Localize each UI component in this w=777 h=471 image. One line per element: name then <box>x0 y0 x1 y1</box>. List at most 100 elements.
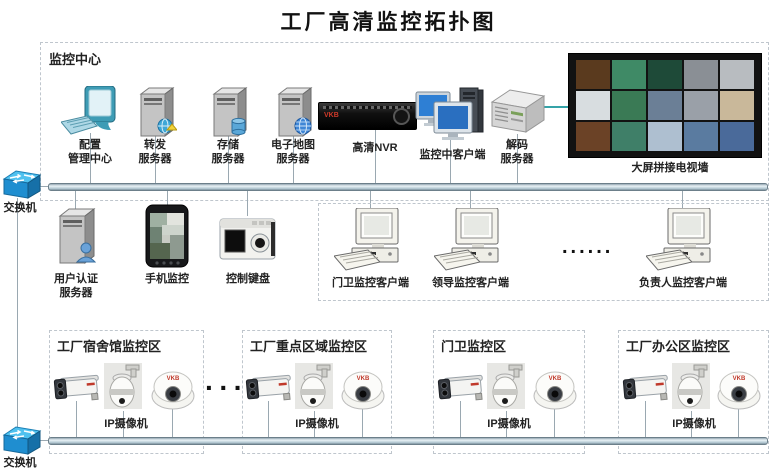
connector-line <box>155 136 156 185</box>
zone-office: 工厂办公区监控区 <box>618 330 769 454</box>
connector-line <box>682 189 683 211</box>
gate-client-label: 门卫监控客户端 <box>332 277 409 289</box>
svg-text:VKB: VKB <box>549 376 562 382</box>
connector-line <box>450 140 451 185</box>
leader-client-label: 领导监控客户端 <box>432 277 509 289</box>
ip-camera-label: IP摄像机 <box>295 418 339 430</box>
emap-server-label: 电子地图 服务器 <box>271 139 315 166</box>
svg-text:VKB: VKB <box>167 376 180 382</box>
tv-wall-cell <box>648 122 682 151</box>
connector-line <box>645 401 646 439</box>
ptz-camera-icon <box>487 363 525 413</box>
decoder-server-label: 解码 服务器 <box>500 139 534 166</box>
connector-line <box>76 401 77 439</box>
connector-line <box>123 411 124 439</box>
center-client-label: 监控中客户端 <box>419 149 486 161</box>
connector-line <box>247 189 248 216</box>
svg-text:VKB: VKB <box>733 376 746 382</box>
zone-title: 工厂办公区监控区 <box>626 339 731 354</box>
tv-wall-cell <box>612 91 646 120</box>
network-bus-bottom <box>48 437 768 445</box>
bullet-camera-icon <box>437 371 487 405</box>
decoder-server-icon <box>488 88 546 136</box>
tv-wall-cell <box>684 60 718 89</box>
storage-server-icon <box>210 86 250 138</box>
ptz-camera-icon <box>104 363 142 413</box>
ptz-camera-icon <box>672 363 710 413</box>
control-keyboard-label: 控制键盘 <box>226 273 270 285</box>
switch-bottom-label: 交换机 <box>3 457 37 469</box>
connector-line <box>268 401 269 439</box>
zone-gate: 门卫监控区 <box>433 330 585 454</box>
forward-server-icon <box>137 86 177 138</box>
center-client-icon <box>414 86 486 144</box>
page-title: 工厂高清监控拓扑图 <box>280 11 497 34</box>
auth-server-label: 用户认证 服务器 <box>54 273 98 300</box>
connector-line <box>370 189 371 211</box>
decoder-wall-link <box>544 106 569 108</box>
tv-wall-label: 大屏拼接电视墙 <box>631 162 709 174</box>
phone-label: 手机监控 <box>145 273 189 285</box>
tv-wall-cell <box>576 91 610 120</box>
connector-line <box>362 407 363 439</box>
tv-wall-cell <box>720 60 754 89</box>
ptz-camera-icon <box>295 363 333 413</box>
leader-client-icon <box>434 208 506 274</box>
tv-wall-cell <box>720 91 754 120</box>
ip-camera-label: IP摄像机 <box>487 418 531 430</box>
zone-title: 门卫监控区 <box>441 339 507 354</box>
zone-title: 工厂重点区域监控区 <box>250 339 368 354</box>
switch-bottom-icon <box>2 424 42 458</box>
connector-line <box>90 133 91 185</box>
connector-line <box>517 134 518 185</box>
nvr-icon: VKB <box>318 102 417 130</box>
forward-server-label: 转发 服务器 <box>138 139 172 166</box>
clients-box <box>318 203 769 301</box>
connector-line <box>75 189 76 209</box>
tv-wall-cell <box>684 122 718 151</box>
zone-dormitory: 工厂宿舍馆监控区 <box>49 330 204 454</box>
connector-line <box>172 407 173 439</box>
tv-wall-cell <box>612 122 646 151</box>
connector-line <box>738 407 739 439</box>
nvr-brand-text: VKB <box>324 112 339 119</box>
monitoring-center-box: 监控中心 <box>40 42 769 201</box>
connector-line <box>228 136 229 185</box>
tv-wall-cell <box>576 122 610 151</box>
connector-line <box>314 411 315 439</box>
tv-wall-cell <box>648 60 682 89</box>
zone-key-area: 工厂重点区域监控区 <box>242 330 392 454</box>
control-keyboard-icon <box>219 214 277 262</box>
tv-wall-cell <box>612 60 646 89</box>
bullet-camera-icon <box>245 371 295 405</box>
nvr-label: 高清NVR <box>352 142 398 154</box>
tv-wall-cell <box>720 122 754 151</box>
storage-server-label: 存储 服务器 <box>211 139 245 166</box>
network-bus-top <box>48 183 768 191</box>
zones-ellipsis: ··· <box>205 372 248 403</box>
auth-server-icon <box>56 206 98 264</box>
config-center-icon <box>61 86 119 138</box>
clients-ellipsis: ...... <box>562 236 614 258</box>
connector-line <box>293 136 294 185</box>
nvr-led-strip <box>323 106 412 109</box>
tv-wall-cell <box>648 91 682 120</box>
bus-line <box>28 440 58 441</box>
tv-wall <box>568 53 762 158</box>
connector-line <box>554 407 555 439</box>
bullet-camera-icon <box>622 371 672 405</box>
phone-icon <box>145 204 189 268</box>
tv-wall-cell <box>684 91 718 120</box>
connector-line <box>691 411 692 439</box>
dome-camera-icon: VKB <box>150 367 196 411</box>
zone-title: 工厂宿舍馆监控区 <box>57 339 162 354</box>
switch-top-icon <box>2 168 42 202</box>
connector-line <box>470 189 471 211</box>
tv-wall-cell <box>576 60 610 89</box>
nvr-knob <box>393 108 410 125</box>
monitoring-center-label: 监控中心 <box>49 52 102 67</box>
bus-line <box>28 186 58 187</box>
connector-line <box>167 189 168 206</box>
dome-camera-icon: VKB <box>716 367 762 411</box>
ip-camera-label: IP摄像机 <box>104 418 148 430</box>
